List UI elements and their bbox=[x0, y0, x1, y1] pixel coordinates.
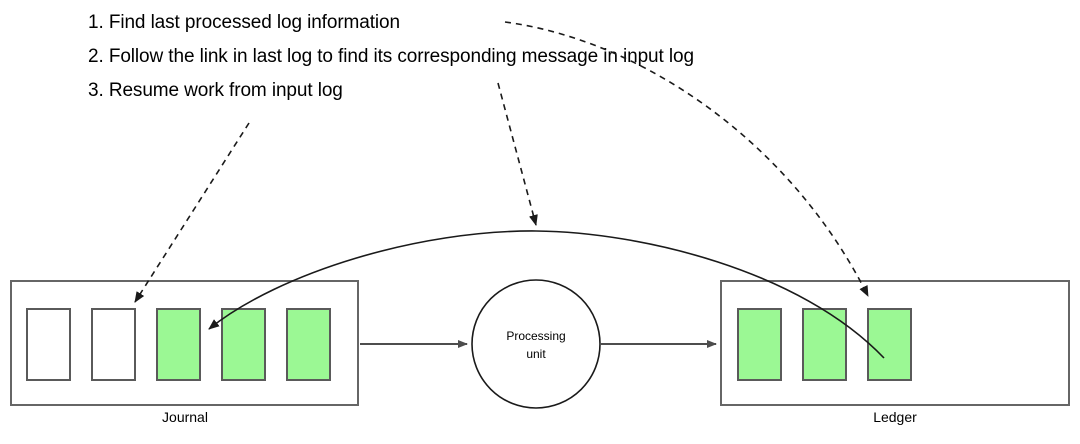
steps-list: 1. Find last processed log information 2… bbox=[88, 6, 968, 108]
dashed-arrow-step2-to-link bbox=[497, 82, 538, 226]
journal-label: Journal bbox=[162, 409, 208, 425]
ledger-node: Ledger bbox=[720, 280, 1070, 425]
ledger-cell-3 bbox=[867, 308, 912, 381]
processing-unit-circle bbox=[471, 279, 601, 409]
journal-cell-2 bbox=[91, 308, 136, 381]
processing-unit-label-line2: unit bbox=[526, 347, 546, 361]
dashed-arrow-step3-to-journal bbox=[134, 122, 250, 303]
journal-cell-1 bbox=[26, 308, 71, 381]
journal-cell-5 bbox=[286, 308, 331, 381]
step-item-2: 2. Follow the link in last log to find i… bbox=[88, 46, 694, 67]
processing-unit-node: Processing unit bbox=[471, 279, 601, 409]
journal-cell-4 bbox=[221, 308, 266, 381]
ledger-cell-1 bbox=[737, 308, 782, 381]
ledger-label: Ledger bbox=[873, 409, 917, 425]
journal-node: Journal bbox=[10, 280, 359, 425]
ledger-cell-2 bbox=[802, 308, 847, 381]
curve-ledger-to-journal bbox=[208, 230, 885, 359]
step-item-3: 3. Resume work from input log bbox=[88, 80, 343, 101]
processing-unit-label-line1: Processing bbox=[506, 329, 565, 343]
step-item-1: 1. Find last processed log information bbox=[88, 12, 400, 33]
journal-cell-3 bbox=[156, 308, 201, 381]
dashed-arrow-step1-to-ledger bbox=[504, 21, 869, 297]
